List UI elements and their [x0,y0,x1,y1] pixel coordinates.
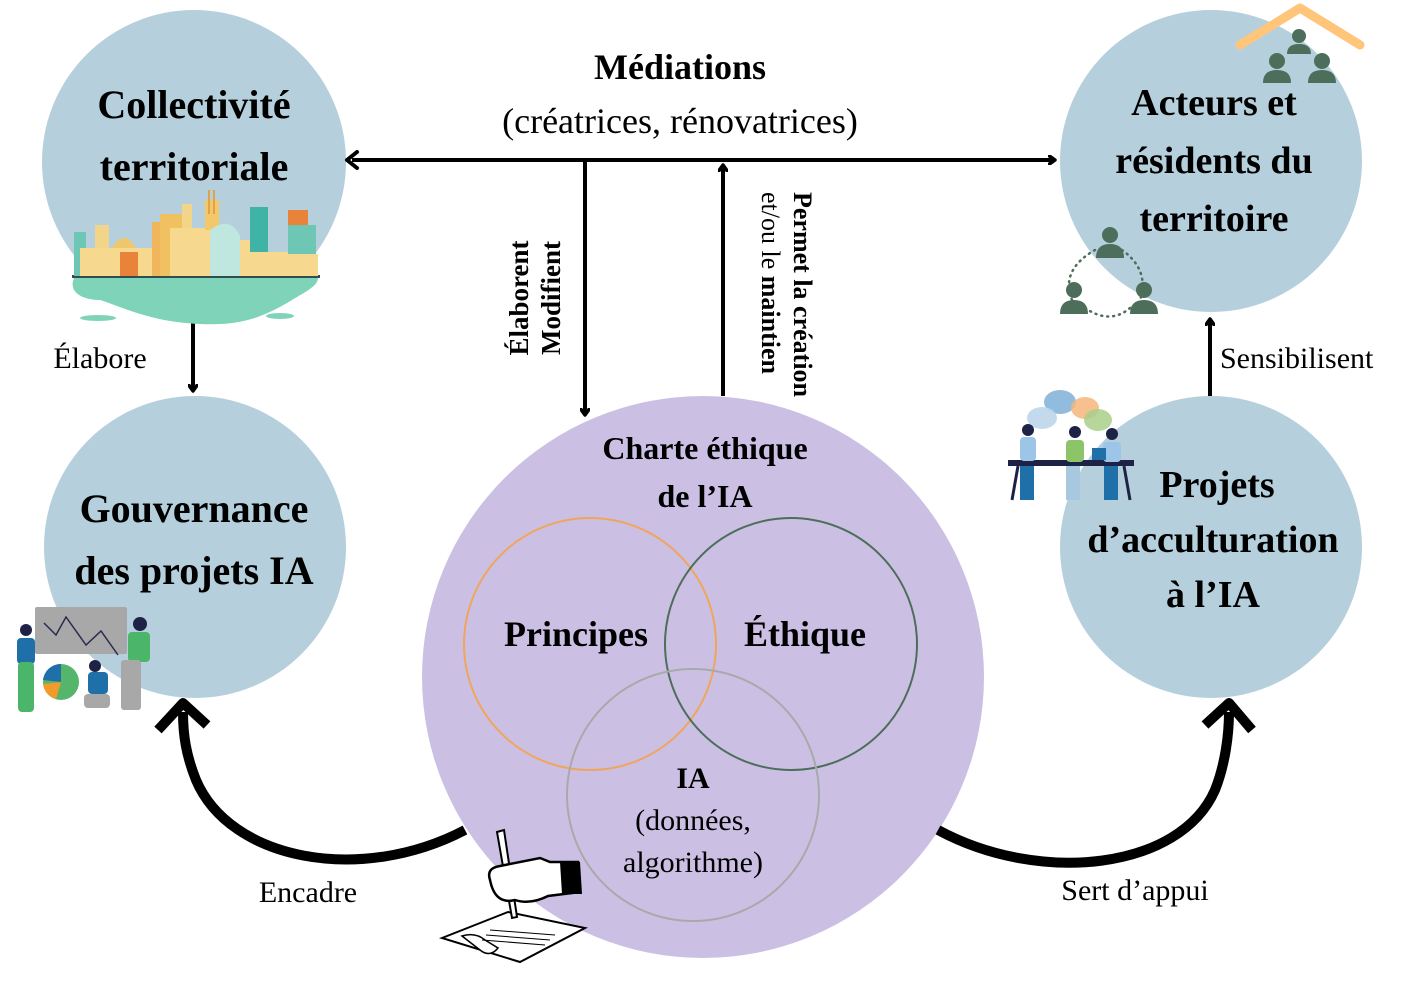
node-gouvernance-label: Gouvernance des projets IA [44,478,344,602]
mediations-arrow-left-head [345,150,359,170]
node-charte-circle [422,396,984,958]
permet-line-1-b: création [788,306,817,398]
venn-ethique-label: Éthique [743,614,867,654]
node-projets-line-3: à l’IA [1166,574,1260,616]
sert-appui-label: Sert d’appui [1061,874,1209,907]
mediations-title: Médiations [593,47,766,87]
node-projets-label: Projets d’acculturation à l’IA [1058,458,1368,623]
node-collectivite-circle [42,10,346,314]
elaborent-label: Élaborent [504,240,534,356]
venn-ia-line-2: algorithme) [623,846,763,879]
house-community-icon [1235,3,1365,83]
mediations-label: Médiations (créatrices, rénovatrices) [430,40,930,148]
venn-ethique-circle [664,517,918,771]
node-acteurs-line-1: Acteurs et [1131,82,1297,124]
elaborent-modifient-label: Élaborent Modifient [503,208,567,388]
permet-line-1: Permet la création [786,192,818,412]
venn-ia-title: IA [676,762,710,795]
hand-signing-document-icon [438,828,588,964]
venn-principes-label: Principes [504,614,648,654]
encadre-arrowhead [154,698,211,734]
node-gouvernance-line-1: Gouvernance [79,486,309,531]
permet-label: Permet la création et/ou le maintien [754,192,818,412]
node-acteurs-line-3: territoire [1139,198,1289,240]
permet-line-1-a: Permet la [788,192,817,307]
sert-appui-arrow [935,711,1234,868]
sert-appui-arrowhead [1201,698,1256,734]
node-collectivite-line-1: Collectivité [97,82,291,127]
node-collectivite-label: Collectivité territoriale [44,74,344,198]
node-collectivite-line-2: territoriale [99,144,289,189]
venn-principes-circle [463,517,717,771]
node-charte-line-2: de l’IA [657,478,753,514]
node-projets-line-2: d’acculturation [1087,519,1339,561]
modifient-label: Modifient [536,241,566,355]
node-acteurs-label: Acteurs et résidents du territoire [1064,74,1364,248]
mediations-subtitle: (créatrices, rénovatrices) [502,101,858,141]
permet-line-2-a: et/ou le [756,192,785,276]
node-projets-circle [1060,396,1362,698]
team-chart-presentation-icon [17,607,150,712]
encadre-arrow [178,711,468,865]
sensibilisent-label: Sensibilisent [1220,342,1374,375]
venn-ia-label: IA (données, algorithme) [593,758,793,884]
node-projets-line-1: Projets [1159,464,1275,506]
venn-ia-circle [566,668,820,922]
city-skyline-icon [72,190,320,325]
node-charte-line-1: Charte éthique [602,430,808,466]
venn-ia-line-1: (données, [635,804,751,837]
elabore-label: Élabore [53,342,147,375]
node-gouvernance-line-2: des projets IA [74,548,314,593]
team-meeting-icon [1008,390,1134,501]
permet-line-2-b: maintien [756,275,785,374]
permet-line-2: et/ou le maintien [754,192,786,412]
network-people-icon [1060,227,1158,318]
node-charte-label: Charte éthique de l’IA [555,424,855,520]
node-acteurs-line-2: résidents du [1115,140,1313,182]
node-acteurs-circle [1060,10,1362,312]
encadre-label: Encadre [258,876,358,909]
